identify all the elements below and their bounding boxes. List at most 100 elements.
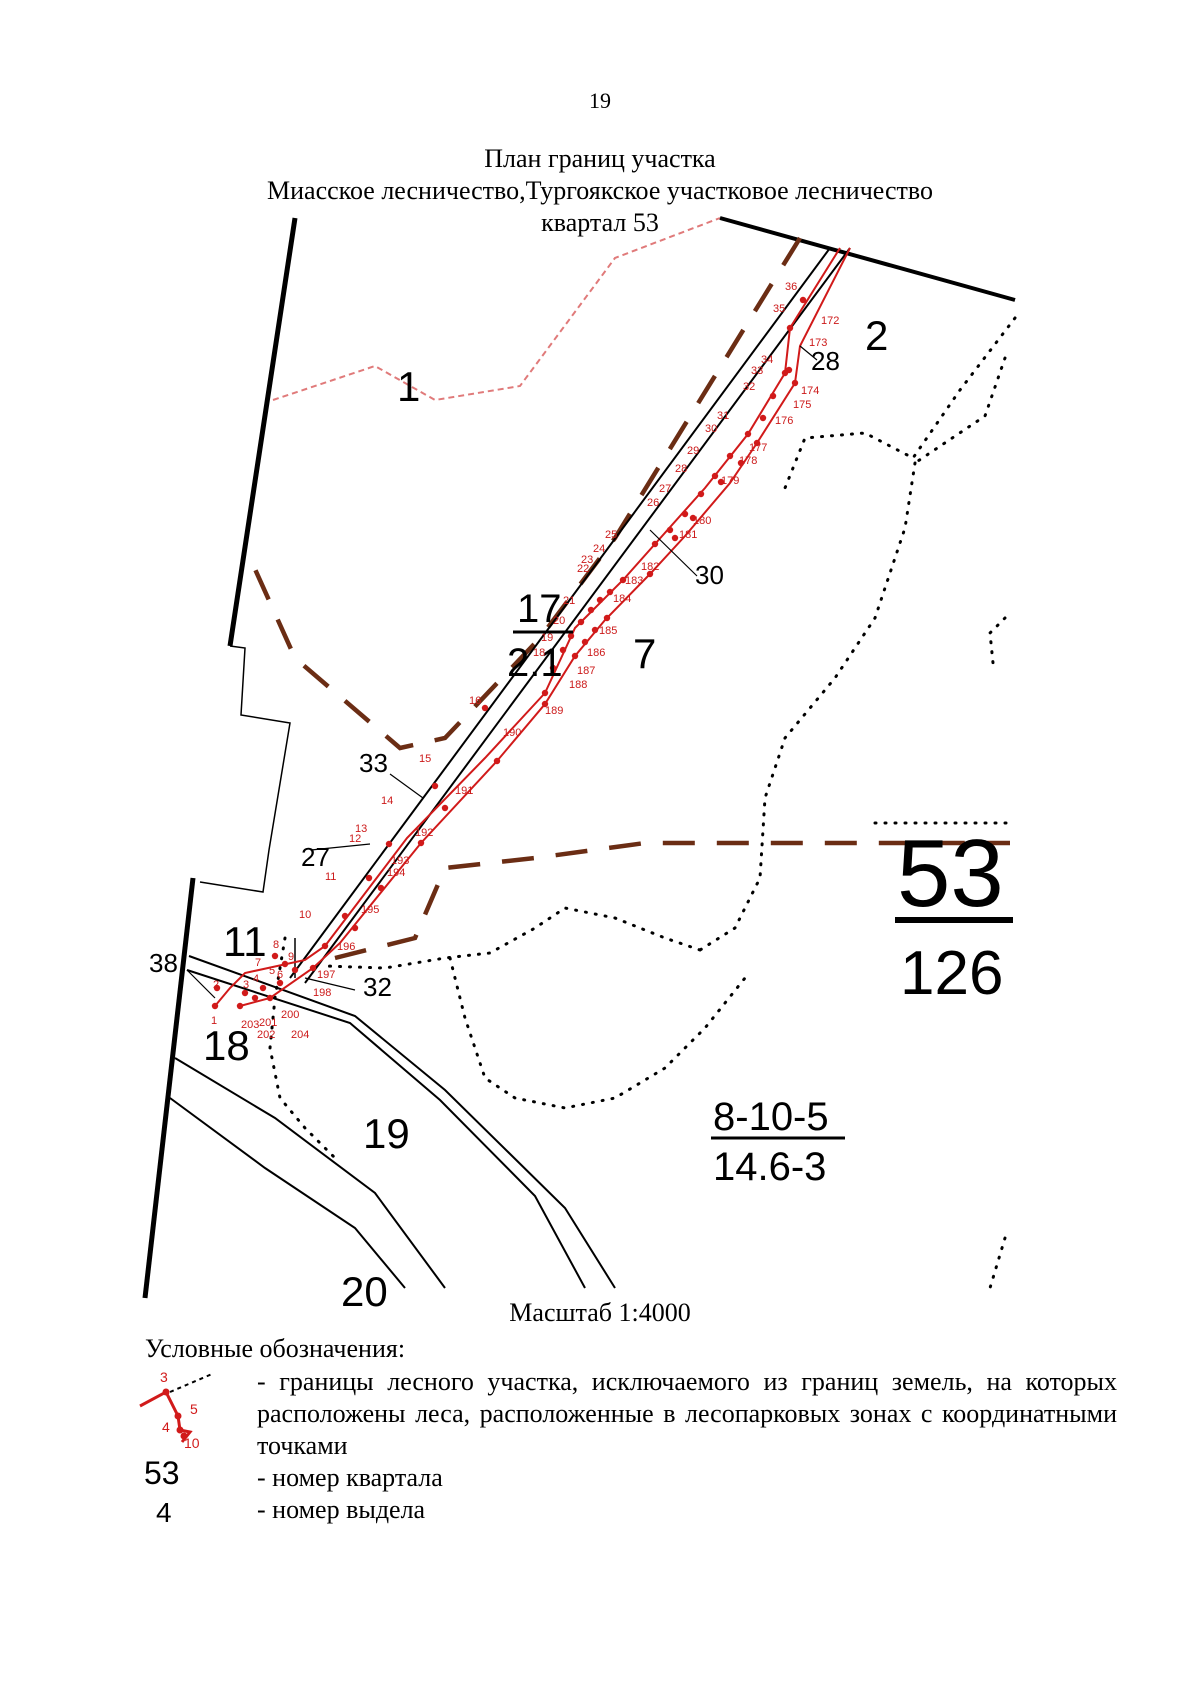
road-line-4 <box>169 1097 406 1289</box>
point-label-19: 19 <box>541 632 553 644</box>
callout-38: 38 <box>149 948 178 978</box>
point-label-201: 201 <box>259 1017 277 1029</box>
legend-quarter-vydel-symbol: 53 4 <box>144 1455 180 1528</box>
point-label-4: 4 <box>253 973 259 985</box>
point-label-35: 35 <box>773 303 785 315</box>
point-label-195: 195 <box>361 904 379 916</box>
point-label-21: 21 <box>563 595 575 607</box>
label-vydel-1: 1 <box>397 363 420 410</box>
vydel-note-top: 8-10-5 <box>713 1095 829 1139</box>
point-label-18: 18 <box>533 647 545 659</box>
pink-dashed-boundary <box>272 217 721 402</box>
point-label-16: 16 <box>469 695 481 707</box>
road-line-1 <box>188 955 616 1289</box>
road-line-3 <box>174 1057 446 1289</box>
point-label-172: 172 <box>821 315 839 327</box>
page-number: 19 <box>589 88 611 113</box>
point-label-184: 184 <box>613 593 631 605</box>
point-label-5: 5 <box>269 965 275 977</box>
point-label-180: 180 <box>693 515 711 527</box>
point-label-14: 14 <box>381 795 393 807</box>
boundary-vertices <box>211 296 807 1010</box>
point-label-182: 182 <box>641 561 659 573</box>
center-road <box>289 247 851 984</box>
point-label-2: 2 <box>213 979 219 991</box>
point-label-36: 36 <box>785 281 797 293</box>
point-label-12: 12 <box>349 833 361 845</box>
point-label-190: 190 <box>503 727 521 739</box>
point-label-33: 33 <box>751 365 763 377</box>
legend-item-vydel: - номер выдела <box>257 1495 426 1524</box>
point-label-25: 25 <box>605 529 617 541</box>
red-boundary-corridor <box>214 247 851 1007</box>
label-vydel-19: 19 <box>363 1110 410 1157</box>
point-label-29: 29 <box>687 445 699 457</box>
point-label-194: 194 <box>387 867 405 879</box>
point-label-189: 189 <box>545 705 563 717</box>
point-label-13: 13 <box>355 823 367 835</box>
point-label-185: 185 <box>599 625 617 637</box>
point-label-26: 26 <box>647 497 659 509</box>
point-label-28: 28 <box>675 463 687 475</box>
point-label-198: 198 <box>313 987 331 999</box>
callout-33: 33 <box>359 748 388 778</box>
point-label-1: 1 <box>211 1015 217 1027</box>
point-label-176: 176 <box>775 415 793 427</box>
legend-title: Условные обозначения: <box>145 1334 406 1363</box>
point-label-9: 9 <box>288 951 294 963</box>
map-title-line-2: Миасское лесничество,Тургоякское участко… <box>267 176 933 205</box>
point-label-187: 187 <box>577 665 595 677</box>
point-label-177: 177 <box>749 442 767 454</box>
callout-28: 28 <box>811 346 840 376</box>
point-label-24: 24 <box>593 543 605 555</box>
outer-boundary-left <box>227 217 298 647</box>
legend-point-5: 5 <box>190 1401 198 1417</box>
road-line-2 <box>186 969 586 1289</box>
point-label-22: 22 <box>577 563 589 575</box>
point-label-188: 188 <box>569 679 587 691</box>
point-label-8: 8 <box>273 939 279 951</box>
outer-boundary-lower <box>142 877 196 1299</box>
legend-item-boundary: - границы лесного участка, исключаемого … <box>257 1367 1117 1460</box>
point-label-181: 181 <box>679 529 697 541</box>
callout-32: 32 <box>363 972 392 1002</box>
point-label-11: 11 <box>325 871 336 883</box>
point-label-192: 192 <box>415 827 433 839</box>
point-label-202: 202 <box>257 1029 275 1041</box>
map-title-line-1: План границ участка <box>484 144 716 173</box>
map-scale: Масштаб 1:4000 <box>509 1298 691 1327</box>
legend-vydel-number: 4 <box>156 1497 172 1528</box>
dotted-boundaries <box>268 316 1017 1290</box>
vydel-17-number: 17 <box>517 587 562 631</box>
point-label-203: 203 <box>241 1019 259 1031</box>
point-label-196: 196 <box>337 941 355 953</box>
point-label-186: 186 <box>587 647 605 659</box>
point-label-15: 15 <box>419 753 431 765</box>
quarter-area: 126 <box>900 939 1003 1008</box>
point-label-30: 30 <box>705 423 717 435</box>
outer-boundary-step <box>199 645 291 893</box>
callout-leaders <box>186 345 818 999</box>
label-vydel-2: 2 <box>865 312 888 359</box>
point-label-6: 6 <box>277 969 283 981</box>
point-label-23: 23 <box>581 554 593 566</box>
legend-item-quarter: - номер квартала <box>257 1463 443 1492</box>
point-label-193: 193 <box>391 855 409 867</box>
point-label-200: 200 <box>281 1009 299 1021</box>
point-label-204: 204 <box>291 1029 309 1041</box>
point-label-191: 191 <box>455 785 473 797</box>
vydel-note-bottom: 14.6-3 <box>713 1145 826 1189</box>
label-vydel-18: 18 <box>203 1022 250 1069</box>
point-label-175: 175 <box>793 399 811 411</box>
quarter-number: 53 <box>897 820 1004 927</box>
callout-27: 27 <box>301 842 330 872</box>
point-label-179: 179 <box>721 475 739 487</box>
point-label-3: 3 <box>243 979 249 991</box>
label-vydel-20: 20 <box>341 1268 388 1315</box>
label-vydel-7: 7 <box>633 630 656 677</box>
legend-point-3: 3 <box>160 1369 168 1385</box>
point-label-183: 183 <box>625 575 643 587</box>
point-label-197: 197 <box>317 969 335 981</box>
map-title-line-3: квартал 53 <box>541 208 659 237</box>
